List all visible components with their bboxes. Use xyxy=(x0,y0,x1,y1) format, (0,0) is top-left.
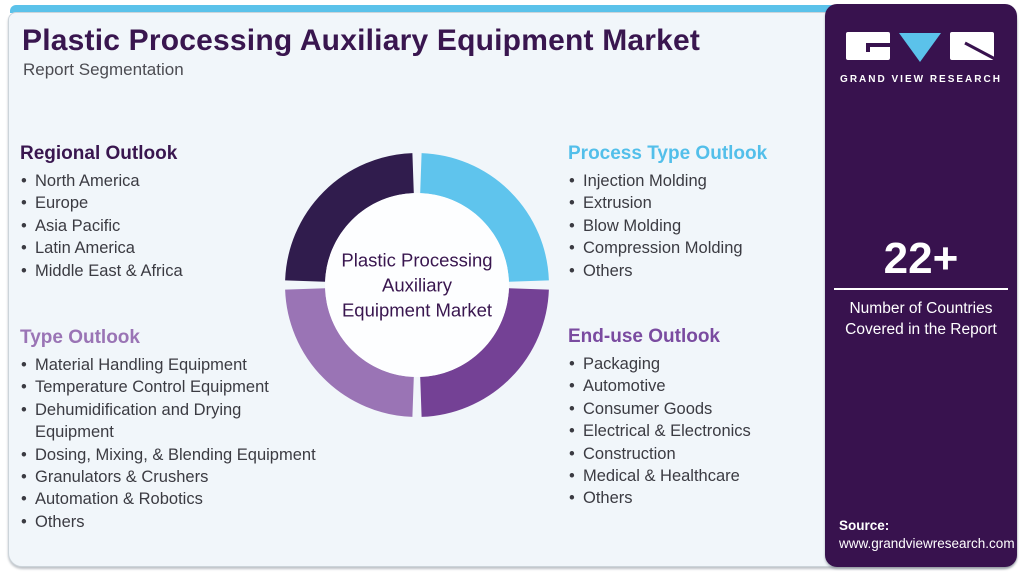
gvr-logo: GRAND VIEW RESEARCH xyxy=(825,30,1017,85)
list-item: Granulators & Crushers xyxy=(20,466,372,489)
gvr-logo-text: GRAND VIEW RESEARCH xyxy=(840,74,1002,85)
list-item: Dosing, Mixing, & Blending Equipment xyxy=(20,444,372,467)
sidebar: GRAND VIEW RESEARCH 22+ Number of Countr… xyxy=(825,4,1017,567)
source-label: Source: xyxy=(839,518,890,533)
list-item: Europe xyxy=(20,192,300,215)
list-item: Packaging xyxy=(568,353,828,376)
list-item: Electrical & Electronics xyxy=(568,420,828,443)
section-regional-outlook: Regional Outlook North America Europe As… xyxy=(20,143,300,282)
section-type-outlook: Type Outlook Material Handling Equipment… xyxy=(20,327,372,534)
segmentation-donut-chart: Plastic Processing Auxiliary Equipment M… xyxy=(285,153,549,417)
list-item: Consumer Goods xyxy=(568,398,828,421)
source-url: www.grandviewresearch.com xyxy=(839,536,1015,551)
section-end-use-title: End-use Outlook xyxy=(568,326,720,347)
section-process-type-title: Process Type Outlook xyxy=(568,143,768,164)
donut-segment-process-type xyxy=(419,153,549,283)
list-item: Temperature Control Equipment xyxy=(20,376,372,399)
stat-label: Number of Countries Covered in the Repor… xyxy=(845,300,997,338)
list-item: North America xyxy=(20,170,300,193)
section-type-list: Material Handling Equipment Temperature … xyxy=(20,354,372,534)
list-item: Middle East & Africa xyxy=(20,260,300,283)
section-end-use-list: Packaging Automotive Consumer Goods Elec… xyxy=(568,353,828,510)
section-end-use-outlook: End-use Outlook Packaging Automotive Con… xyxy=(568,326,828,510)
list-item: Others xyxy=(568,487,828,510)
donut-svg xyxy=(285,153,549,417)
list-item: Automotive xyxy=(568,375,828,398)
list-item: Asia Pacific xyxy=(20,215,300,238)
gvr-logo-icon xyxy=(846,32,998,62)
donut-center-label: Plastic Processing Auxiliary Equipment M… xyxy=(341,249,493,321)
page-subtitle: Report Segmentation xyxy=(23,60,184,79)
list-item: Dehumidification and Drying Equipment xyxy=(20,399,372,444)
list-item: Latin America xyxy=(20,237,300,260)
list-item: Others xyxy=(568,260,828,283)
list-item: Injection Molding xyxy=(568,170,828,193)
list-item: Extrusion xyxy=(568,192,828,215)
list-item: Blow Molding xyxy=(568,215,828,238)
source-block: Source: www.grandviewresearch.com xyxy=(839,518,1015,551)
top-accent-strip xyxy=(10,5,1013,13)
section-regional-list: North America Europe Asia Pacific Latin … xyxy=(20,170,300,282)
countries-stat: 22+ Number of Countries Covered in the R… xyxy=(834,236,1008,340)
list-item: Construction xyxy=(568,443,828,466)
list-item: Others xyxy=(20,511,372,534)
section-regional-title: Regional Outlook xyxy=(20,143,178,164)
stat-value: 22+ xyxy=(883,234,959,283)
list-item: Material Handling Equipment xyxy=(20,354,372,377)
donut-segment-end-use xyxy=(419,287,549,417)
list-item: Medical & Healthcare xyxy=(568,465,828,488)
section-process-type-outlook: Process Type Outlook Injection Molding E… xyxy=(568,143,828,282)
donut-segment-regional xyxy=(285,153,415,283)
list-item: Compression Molding xyxy=(568,237,828,260)
donut-hole xyxy=(325,193,509,377)
section-process-type-list: Injection Molding Extrusion Blow Molding… xyxy=(568,170,828,282)
section-type-title: Type Outlook xyxy=(20,327,140,348)
page-title: Plastic Processing Auxiliary Equipment M… xyxy=(22,24,701,57)
stat-divider xyxy=(834,288,1008,290)
list-item: Automation & Robotics xyxy=(20,488,372,511)
